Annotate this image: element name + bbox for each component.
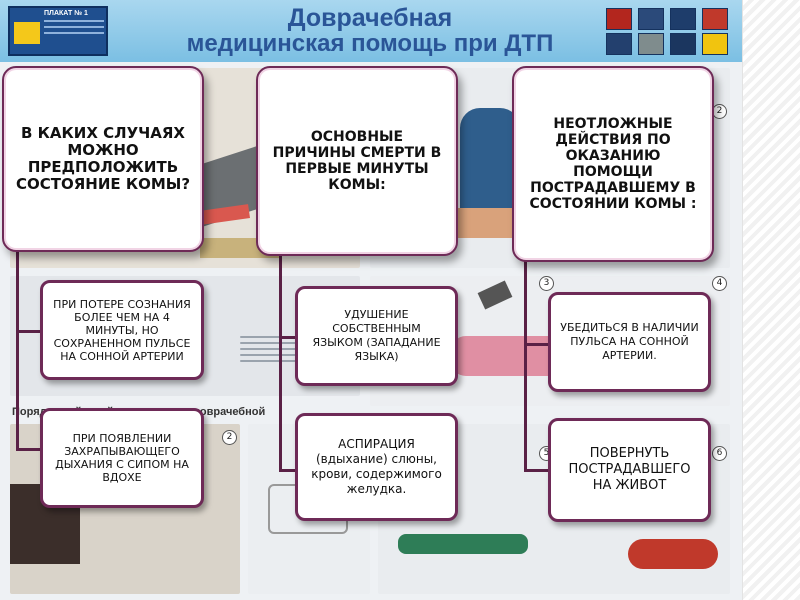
connector-line: [524, 469, 550, 472]
question-box-coma-cases: В КАКИХ СЛУЧАЯХ МОЖНО ПРЕДПОЛОЖИТЬ СОСТО…: [2, 66, 204, 252]
connector-line: [279, 336, 297, 339]
victim-green-illustration: [398, 534, 528, 554]
poster-header: ПЛАКАТ № 1 Доврачебная медицинская помощ…: [0, 0, 742, 62]
placard-label: ПЛАКАТ № 1: [44, 10, 88, 17]
scene-number: 2: [222, 430, 237, 445]
answer-box-snoring-breath: ПРИ ПОЯВЛЕНИИ ЗАХРАПЫВАЮЩЕГО ДЫХАНИЯ С С…: [40, 408, 204, 508]
answer-box-pulse-check: УБЕДИТЬСЯ В НАЛИЧИИ ПУЛЬСА НА СОННОЙ АРТ…: [548, 292, 711, 392]
thumbnail-image: [670, 33, 696, 55]
poster-thumbnails: [606, 8, 736, 56]
placard-badge: ПЛАКАТ № 1: [8, 6, 108, 56]
thumbnail-image: [638, 8, 664, 30]
answer-box-consciousness-loss: ПРИ ПОТЕРЕ СОЗНАНИЯ БОЛЕЕ ЧЕМ НА 4 МИНУТ…: [40, 280, 204, 380]
answer-text: ПРИ ПОЯВЛЕНИИ ЗАХРАПЫВАЮЩЕГО ДЫХАНИЯ С С…: [55, 432, 189, 484]
question-text: ОСНОВНЫЕ ПРИЧИНЫ СМЕРТИ В ПЕРВЫЕ МИНУТЫ …: [272, 129, 442, 193]
answer-text: ПРИ ПОТЕРЕ СОЗНАНИЯ БОЛЕЕ ЧЕМ НА 4 МИНУТ…: [53, 297, 191, 363]
answer-text: УБЕДИТЬСЯ В НАЛИЧИИ ПУЛЬСА НА СОННОЙ АРТ…: [560, 321, 699, 362]
scene-number: 6: [712, 446, 727, 461]
thumbnail-image: [606, 8, 632, 30]
thumbnail-image: [638, 33, 664, 55]
poster-title: Доврачебная медицинская помощь при ДТП: [150, 4, 590, 57]
connector-line: [524, 343, 550, 346]
thumbnail-image: [670, 8, 696, 30]
connector-line: [524, 256, 527, 472]
scene-number: 4: [712, 276, 727, 291]
blood-pool-illustration: [628, 539, 718, 569]
scene-number: 3: [539, 276, 554, 291]
answer-text: ПОВЕРНУТЬ ПОСТРАДАВШЕГО НА ЖИВОТ: [568, 446, 691, 493]
side-decorative-strip: [742, 0, 800, 600]
flashlight-illustration: [477, 280, 513, 310]
answer-box-turn-victim: ПОВЕРНУТЬ ПОСТРАДАВШЕГО НА ЖИВОТ: [548, 418, 711, 522]
question-text: В КАКИХ СЛУЧАЯХ МОЖНО ПРЕДПОЛОЖИТЬ СОСТО…: [15, 124, 191, 193]
question-box-urgent-actions: НЕОТЛОЖНЫЕ ДЕЙСТВИЯ ПО ОКАЗАНИЮ ПОМОЩИ П…: [512, 66, 714, 262]
connector-line: [279, 250, 282, 472]
warning-sign-icon: [14, 22, 40, 44]
answer-text: АСПИРАЦИЯ (вдыхание) слюны, крови, содер…: [311, 437, 442, 496]
scene-number: 2: [712, 104, 727, 119]
poster-title-line1: Доврачебная: [287, 4, 453, 32]
thumbnail-image: [606, 33, 632, 55]
question-text: НЕОТЛОЖНЫЕ ДЕЙСТВИЯ ПО ОКАЗАНИЮ ПОМОЩИ П…: [529, 116, 697, 212]
question-box-death-causes: ОСНОВНЫЕ ПРИЧИНЫ СМЕРТИ В ПЕРВЫЕ МИНУТЫ …: [256, 66, 458, 256]
connector-line: [279, 469, 297, 472]
answer-box-aspiration: АСПИРАЦИЯ (вдыхание) слюны, крови, содер…: [295, 413, 458, 521]
thumbnail-image: [702, 8, 728, 30]
connector-line: [16, 250, 19, 450]
answer-box-tongue: УДУШЕНИЕ СОБСТВЕННЫМ ЯЗЫКОМ (ЗАПАДАНИЕ Я…: [295, 286, 458, 386]
poster-title-line2: медицинская помощь при ДТП: [186, 30, 554, 57]
connector-line: [16, 330, 42, 333]
connector-line: [16, 448, 42, 451]
thumbnail-image: [702, 33, 728, 55]
answer-text: УДУШЕНИЕ СОБСТВЕННЫМ ЯЗЫКОМ (ЗАПАДАНИЕ Я…: [312, 308, 441, 363]
